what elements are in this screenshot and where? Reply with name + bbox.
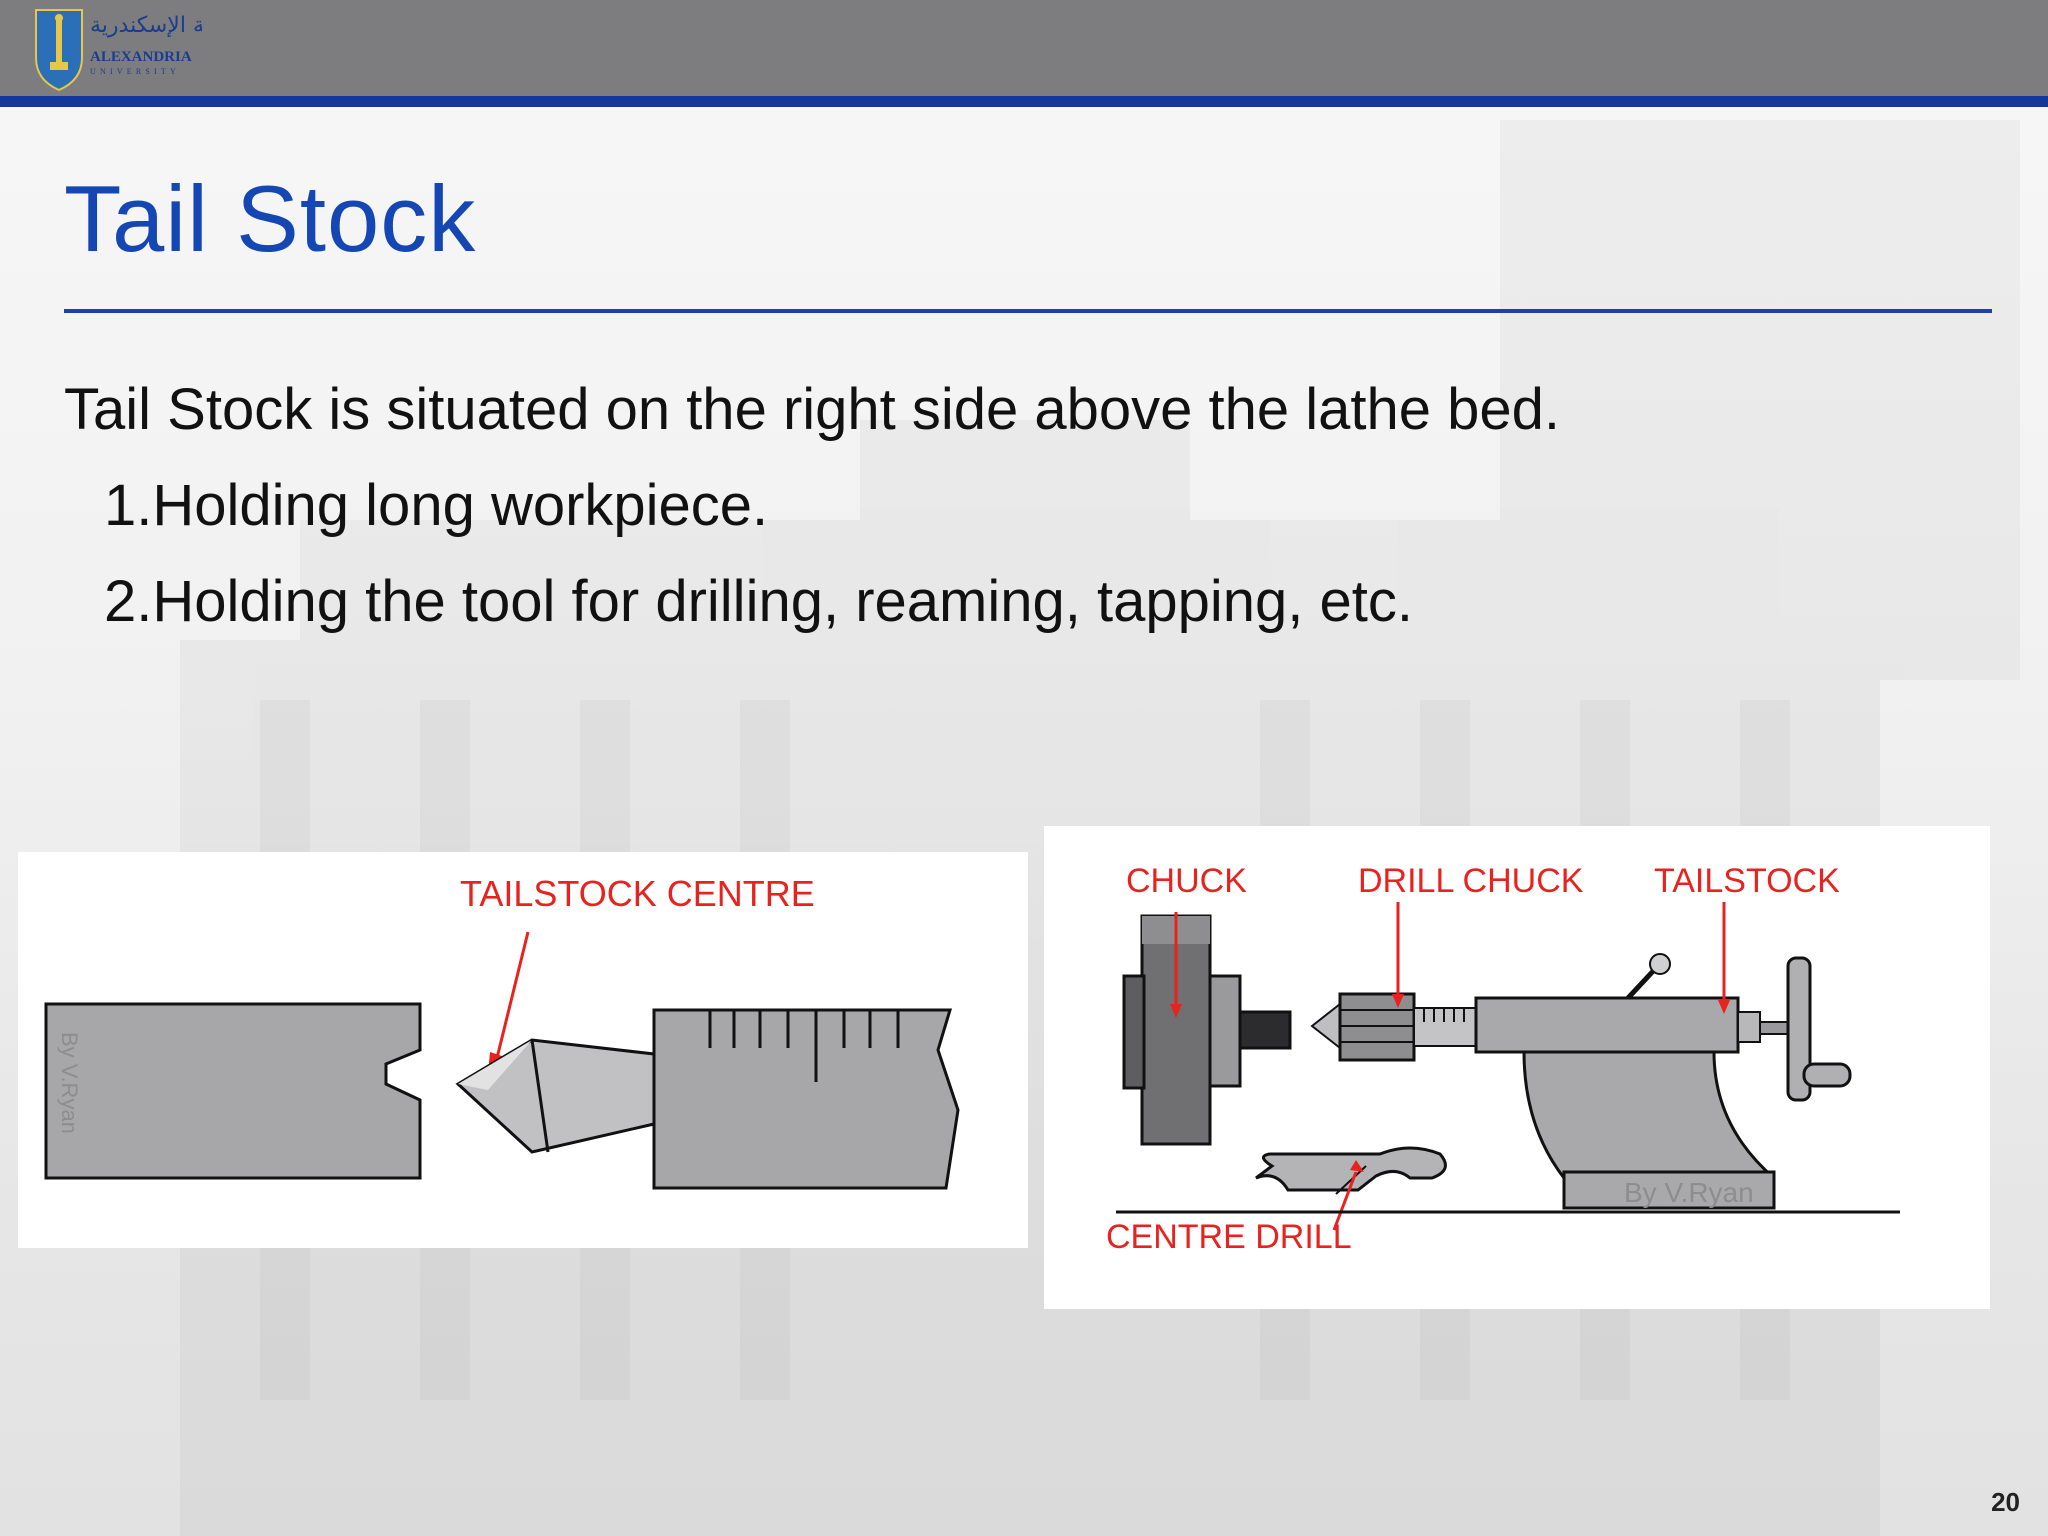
header-accent-line — [0, 96, 2048, 107]
page-number: 20 — [1991, 1487, 2020, 1517]
tailstock-drilling-figure: CHUCK DRILL CHUCK TAILSTOCK CENTRE DRILL — [1044, 826, 1990, 1309]
title-divider — [64, 309, 1992, 313]
chuck-label: CHUCK — [1126, 862, 1247, 900]
watermark-left: By V.Ryan — [57, 1032, 82, 1134]
page-title: Tail Stock — [64, 166, 477, 271]
watermark-right: By V.Ryan — [1624, 1177, 1754, 1208]
header-bar — [0, 0, 2048, 96]
list-item: 1.Holding long workpiece. — [104, 473, 769, 538]
centre-drill-label: CENTRE DRILL — [1106, 1218, 1352, 1256]
drill-chuck-label: DRILL CHUCK — [1358, 862, 1584, 900]
logo-arabic-text: جامعة الإسكندرية — [90, 13, 202, 38]
slide-body: Tail Stock is situated on the right side… — [64, 362, 1560, 650]
tailstock-label: TAILSTOCK — [1654, 862, 1840, 900]
logo-name-line1: ALEXANDRIA — [90, 49, 192, 65]
university-logo: جامعة الإسكندرية ALEXANDRIA UNIVERSITY — [35, 9, 202, 92]
tailstock-centre-figure: TAILSTOCK CENTRE By V.Ryan — [18, 852, 1028, 1248]
tailstock-centre-label: TAILSTOCK CENTRE — [460, 873, 815, 914]
intro-text: Tail Stock is situated on the right side… — [64, 377, 1561, 442]
logo-name-line2: UNIVERSITY — [90, 67, 180, 76]
list-item: 2.Holding the tool for drilling, reaming… — [104, 569, 1413, 634]
